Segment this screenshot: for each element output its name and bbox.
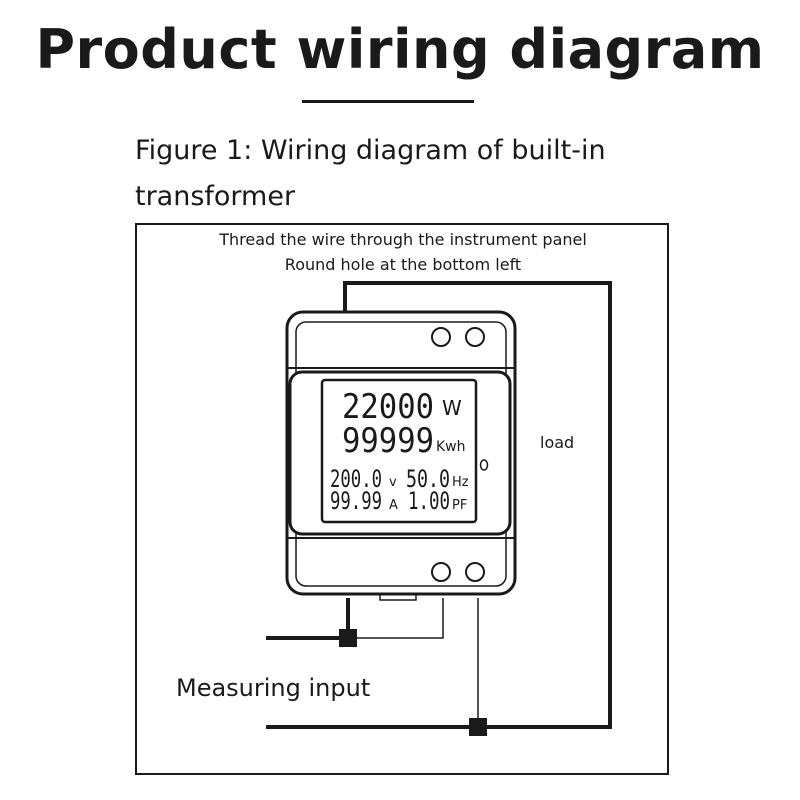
frequency-readout: 50.0: [406, 465, 450, 493]
frequency-unit: Hz: [452, 475, 469, 490]
energy-readout: 99999: [342, 421, 434, 461]
pf-readout: 1.00: [408, 487, 450, 515]
junction-block-upper: [339, 629, 357, 647]
power-unit: W: [442, 396, 462, 420]
note-line-1: Thread the wire through the instrument p…: [218, 230, 587, 249]
indicator-led: [479, 459, 489, 471]
load-wire: [343, 281, 612, 729]
pf-unit: PF: [452, 498, 467, 513]
din-clip: [379, 593, 417, 601]
voltage-readout: 200.0: [330, 465, 382, 493]
note-line-2: Round hole at the bottom left: [285, 255, 521, 274]
lcd-screen: [320, 378, 478, 524]
diagram-frame: [135, 223, 669, 775]
energy-meter: 22000 W 99999 Kwh 200.0 v 50.0 Hz 99.99 …: [285, 310, 517, 601]
current-readout: 99.99: [330, 487, 382, 515]
power-readout: 22000: [342, 387, 434, 427]
terminal-screw-bottom-left: [431, 562, 451, 582]
terminal-screw-top-left: [431, 327, 451, 347]
junction-block-lower: [469, 718, 487, 736]
load-label: load: [540, 433, 574, 452]
energy-unit: Kwh: [436, 439, 466, 455]
title-underline: [302, 100, 474, 103]
terminal-screw-top-right: [465, 327, 485, 347]
terminal-screw-bottom-right: [465, 562, 485, 582]
voltage-unit: v: [389, 475, 397, 490]
current-unit: A: [389, 498, 398, 513]
measuring-input-label: Measuring input: [176, 674, 370, 702]
signal-wire-left: [348, 598, 444, 639]
page-title: Product wiring diagram: [35, 18, 765, 81]
figure-caption: Figure 1: Wiring diagram of built-in tra…: [135, 135, 606, 212]
